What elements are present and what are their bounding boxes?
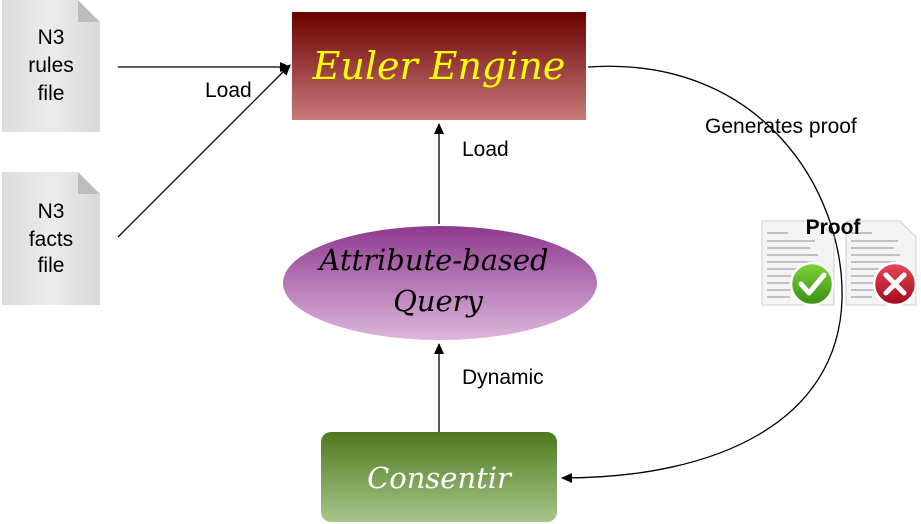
rules-file-line3: file [38,82,65,105]
proof-invalid-document [845,220,918,307]
dynamic-label: Dynamic [462,366,544,389]
facts-file-line3: file [38,254,65,277]
attribute-query-node: Attribute-based Query [283,226,597,340]
consentir-node: Consentir [321,432,557,522]
query-label-line1: Attribute-based [316,243,548,277]
facts-to-engine-arrow [117,64,291,238]
rules-file-line2: rules [28,54,74,77]
facts-file-line2: facts [29,228,73,251]
euler-engine-node: Euler Engine [292,12,586,120]
load-query-label: Load [462,138,509,161]
rules-file-line1: N3 [38,26,65,49]
proof-title: Proof [806,216,862,239]
check-icon [789,261,835,307]
generates-proof-arrow [561,65,843,483]
facts-file-line1: N3 [38,200,65,223]
generates-proof-label: Generates proof [705,115,857,138]
proof-valid-document [761,220,835,307]
query-label-line2: Query [393,284,483,318]
n3-facts-file: N3 facts file [2,172,100,305]
euler-engine-label: Euler Engine [312,44,566,88]
load-files-label: Load [205,79,252,102]
consentir-label: Consentir [367,461,513,495]
n3-rules-file: N3 rules file [2,0,100,132]
